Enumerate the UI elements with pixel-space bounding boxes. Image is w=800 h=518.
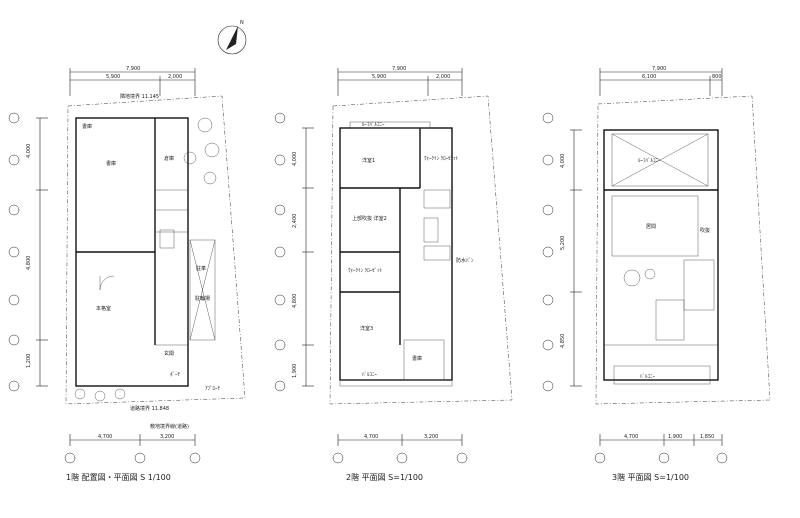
f2-note-2: 防水ﾊﾟﾝ xyxy=(456,257,474,264)
floor-3-plan: 7,900 6,100 800 居間 ﾙｰﾌﾊﾞﾙｺﾆｰ ﾊﾞﾙｺﾆｰ 吹抜 4… xyxy=(542,66,771,482)
f2-room-5: 洋室3 xyxy=(360,325,373,332)
f2-room-4: ｳｫｰｸｲﾝ ｸﾛｰｾﾞｯﾄ xyxy=(348,267,383,274)
f2-room-3: 上部吹抜 洋室2 xyxy=(352,215,387,222)
north-arrow: N xyxy=(217,20,247,55)
f1-title: 1階 配置図・平面図 S 1/100 xyxy=(66,472,171,482)
f3-top-part-2: 800 xyxy=(712,74,722,80)
f1-note-3: 敷地境界線(道路) xyxy=(150,423,189,430)
floor-2-plan: 7,900 5,900 2,000 洋室1 ｳｫｰｸｲﾝ ｸﾛｰｾﾞｯﾄ 上部吹… xyxy=(274,66,513,482)
f2-room-7: ﾊﾞﾙｺﾆｰ xyxy=(362,371,378,378)
f1-top-part-1: 5,900 xyxy=(106,74,120,80)
f2-left-2: 2,400 xyxy=(292,214,298,228)
f1-bottom-1: 4,700 xyxy=(98,434,112,440)
f1-bottom-2: 3,200 xyxy=(160,434,174,440)
f2-top-part-1: 5,900 xyxy=(372,74,386,80)
f3-room-3: ﾊﾞﾙｺﾆｰ xyxy=(640,373,656,380)
f3-room-2: ﾙｰﾌﾊﾞﾙｺﾆｰ xyxy=(638,157,661,164)
f1-left-2: 4,800 xyxy=(26,256,32,270)
f2-room-1: 洋室1 xyxy=(362,157,375,164)
f1-top-part-2: 2,000 xyxy=(168,74,182,80)
f2-left-4: 1,900 xyxy=(292,364,298,378)
f2-bottom-1: 4,700 xyxy=(364,434,378,440)
f1-room-2: 倉庫 xyxy=(164,155,174,162)
f1-note-4: ｱﾌﾟﾛｰﾁ xyxy=(205,385,221,392)
f3-bottom-1: 4,700 xyxy=(624,434,638,440)
f3-room-4: 吹抜 xyxy=(700,227,710,234)
f1-room-6: 駐輪場 xyxy=(195,295,210,302)
f2-top-total: 7,900 xyxy=(392,66,406,72)
f3-top-total: 7,900 xyxy=(652,66,666,72)
f3-left-2: 5,200 xyxy=(560,236,566,250)
f3-title: 3階 平面図 S=1/100 xyxy=(612,472,689,482)
f3-left-1: 4,000 xyxy=(560,154,566,168)
f1-room-1: 書庫 xyxy=(82,123,92,130)
f1-room-3: 書庫 xyxy=(106,160,116,167)
f1-note-2: 道路境界 11.848 xyxy=(130,405,169,412)
f3-left-3: 4,850 xyxy=(560,334,566,348)
f1-top-total: 7,900 xyxy=(126,66,140,72)
f2-left-1: 4,000 xyxy=(292,152,298,166)
f3-bottom-2: 1,900 xyxy=(668,434,682,440)
f3-room-1: 居間 xyxy=(646,224,656,230)
f3-bottom-3: 1,850 xyxy=(700,434,714,440)
f2-room-6: 書庫 xyxy=(412,355,422,362)
f2-note-1: ﾙｰﾌﾊﾞﾙｺﾆｰ xyxy=(362,121,385,128)
north-label: N xyxy=(240,20,244,26)
f2-top-part-2: 2,000 xyxy=(436,74,450,80)
floor-1-plan: 7,900 5,900 2,000 隣地境界 11.145 書庫 倉庫 書庫 玄… xyxy=(8,66,246,482)
f2-title: 2階 平面図 S=1/100 xyxy=(346,472,423,482)
f2-room-2: ｳｫｰｸｲﾝ ｸﾛｰｾﾞｯﾄ xyxy=(424,155,459,162)
f1-left-1: 4,000 xyxy=(26,144,32,158)
f1-room-4: 玄関 xyxy=(164,350,174,357)
f2-left-3: 4,800 xyxy=(292,294,298,308)
f1-room-5: 本格室 xyxy=(96,305,111,312)
f1-note-1: 隣地境界 11.145 xyxy=(120,93,159,100)
f1-room-7: 駐車 xyxy=(196,265,206,272)
f3-top-part-1: 6,100 xyxy=(642,74,656,80)
f2-bottom-2: 3,200 xyxy=(424,434,438,440)
f1-room-8: ﾎﾟｰﾁ xyxy=(170,371,181,378)
f1-left-3: 1,200 xyxy=(26,354,32,368)
